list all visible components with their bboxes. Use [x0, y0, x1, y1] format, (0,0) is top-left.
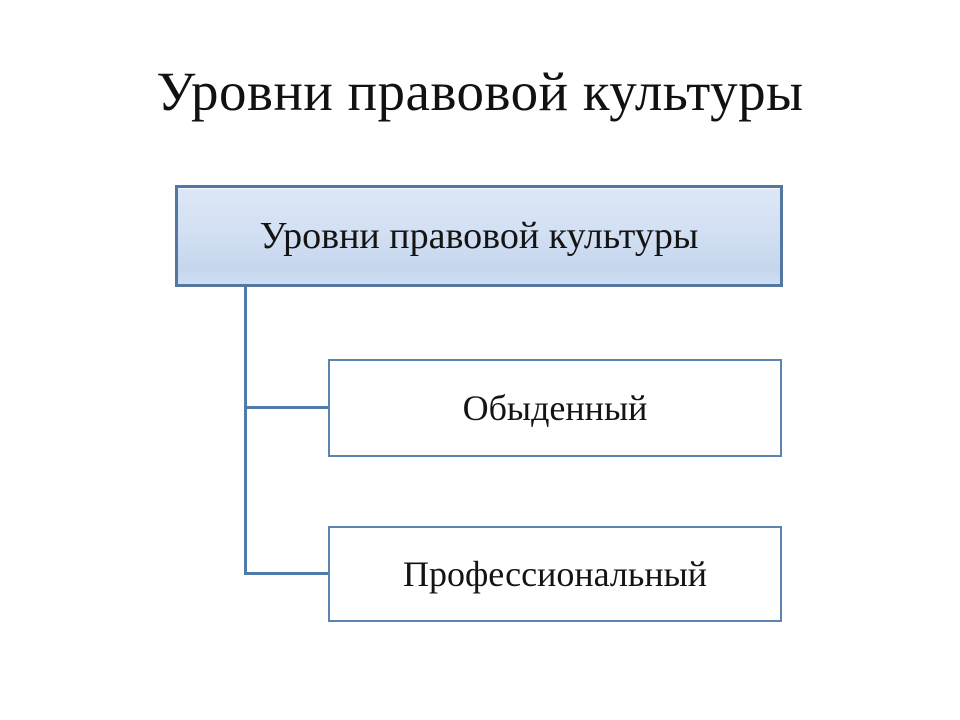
connector-trunk-line [244, 287, 247, 575]
diagram-child-node-ordinary-label: Обыденный [462, 388, 648, 428]
diagram-child-node-ordinary: Обыденный [328, 359, 782, 457]
slide-title: Уровни правовой культуры [156, 61, 804, 122]
diagram-root-node-label: Уровни правовой культуры [259, 215, 699, 257]
diagram-child-node-professional: Профессиональный [328, 526, 782, 622]
connector-branch-to-child-1 [244, 406, 328, 409]
diagram-child-node-professional-label: Профессиональный [402, 554, 708, 594]
diagram-root-node: Уровни правовой культуры [175, 185, 783, 287]
connector-branch-to-child-2 [244, 572, 328, 575]
